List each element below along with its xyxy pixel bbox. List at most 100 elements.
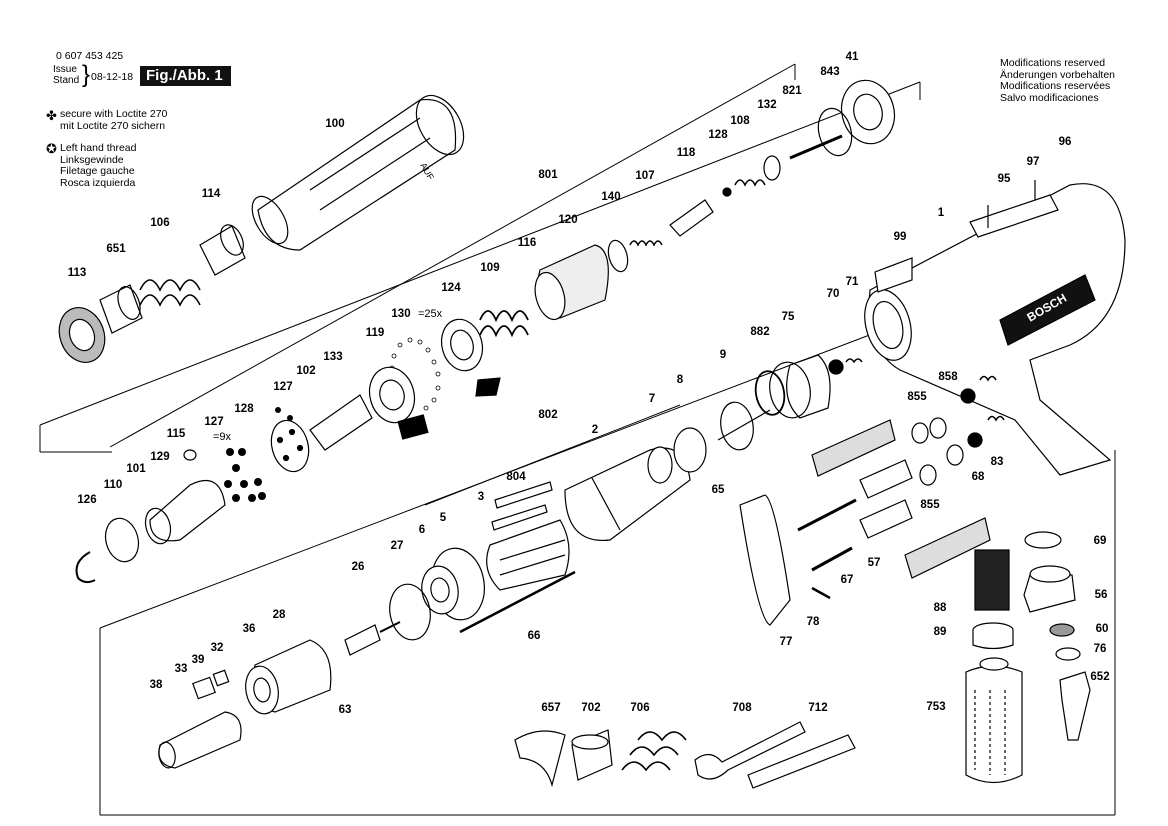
part-label-97: 97 xyxy=(1027,156,1040,168)
part-109-124-spring-ring xyxy=(440,310,529,397)
part-label-36: 36 xyxy=(243,623,256,635)
part-label-1: 1 xyxy=(938,207,945,219)
part-label-77: 77 xyxy=(780,636,793,648)
part-label-110: 110 xyxy=(104,479,123,491)
part-label-65: 65 xyxy=(712,484,725,496)
part-71-spring xyxy=(845,358,863,364)
part-label-63: 63 xyxy=(339,704,352,716)
part-858-cross-section xyxy=(811,419,991,579)
part-label-101: 101 xyxy=(126,463,146,475)
part-label-804: 804 xyxy=(506,471,526,483)
stand-label: Stand xyxy=(53,75,80,86)
part-label-753: 753 xyxy=(926,701,945,713)
part-5-6-end-plate xyxy=(421,547,485,621)
part-label-801: 801 xyxy=(538,169,558,181)
part-652-hose-nipple xyxy=(1059,671,1091,741)
part-label-88: 88 xyxy=(934,602,947,614)
part-113-knurled-nut xyxy=(58,307,106,363)
part-76-o-ring xyxy=(1055,647,1081,661)
legend-thread-line: Rosca izquierda xyxy=(60,176,136,189)
part-label-127: 127 xyxy=(273,381,292,393)
part-label-69: 69 xyxy=(1094,535,1107,547)
part-label-651: 651 xyxy=(106,243,126,255)
part-label-106: 106 xyxy=(150,217,169,229)
part-label-41: 41 xyxy=(846,51,859,63)
part-label-26: 26 xyxy=(352,561,365,573)
modifications-line: Änderungen vorbehalten xyxy=(1000,68,1116,81)
part-804-blades xyxy=(491,481,553,531)
part-821-pin xyxy=(789,134,843,160)
part-label-113: 113 xyxy=(68,267,87,279)
part-label-132: 132 xyxy=(757,99,776,111)
part-label-5: 5 xyxy=(440,512,447,524)
part-101-chuck-body xyxy=(144,449,226,545)
part-label-140: 140 xyxy=(601,191,620,203)
part-label-71: 71 xyxy=(846,276,859,288)
part-label-115: 115 xyxy=(167,428,186,440)
part-label-8: 8 xyxy=(677,374,684,386)
part-120-cylinder xyxy=(534,244,609,321)
part-label-100: 100 xyxy=(325,118,344,130)
legend-loctite-line: mit Loctite 270 sichern xyxy=(60,119,166,132)
part-label-129: 129 xyxy=(150,451,169,463)
part-75-valve-housing xyxy=(754,354,831,419)
part-label-38: 38 xyxy=(150,679,163,691)
part-label-133: 133 xyxy=(323,351,342,363)
part-label-32: 32 xyxy=(211,642,224,654)
legend-loctite-line: secure with Loctite 270 xyxy=(60,108,168,120)
part-label-89: 89 xyxy=(934,626,947,638)
part-label-9: 9 xyxy=(720,349,726,361)
part-label-127: 127 xyxy=(204,416,223,428)
part-label-39: 39 xyxy=(192,654,205,666)
part-100-housing-sleeve: AUF xyxy=(251,94,465,251)
part-label-66: 66 xyxy=(528,630,541,642)
part-110-ring xyxy=(104,517,140,563)
part-119-bearing-ring xyxy=(368,366,429,440)
part-label-70: 70 xyxy=(827,288,840,300)
part-callouts: 1001141066511138434182113210812811810780… xyxy=(68,51,1110,716)
part-quantity-annotation: =25x xyxy=(418,308,443,320)
part-label-75: 75 xyxy=(782,311,795,323)
part-label-95: 95 xyxy=(998,173,1011,185)
part-753-silencer xyxy=(965,657,1023,784)
part-label-855: 855 xyxy=(907,391,927,403)
legend-thread-line: Left hand thread xyxy=(60,142,137,154)
modifications-line: Modifications reserved xyxy=(1000,57,1106,69)
part-label-56: 56 xyxy=(1095,589,1108,601)
part-label-124: 124 xyxy=(441,282,461,294)
issue-brace: } xyxy=(82,61,91,88)
part-69-o-ring xyxy=(1024,531,1062,549)
legend-thread-line: Linksgewinde xyxy=(60,153,124,166)
part-140-o-ring xyxy=(607,239,629,273)
part-label-102: 102 xyxy=(296,365,315,377)
part-28-ring-gear xyxy=(245,639,332,715)
part-label-68: 68 xyxy=(972,471,985,483)
part-label-76: 76 xyxy=(1094,643,1107,655)
part-label-27: 27 xyxy=(391,540,404,552)
part-label-114: 114 xyxy=(202,188,221,200)
star-circle-icon: ✪ xyxy=(46,141,57,156)
part-label-712: 712 xyxy=(808,702,827,714)
part-66-pin xyxy=(459,570,576,634)
legend-thread-line: Filetage gauche xyxy=(60,165,135,177)
part-38-drive-spindle xyxy=(158,669,242,769)
valve-parts-group xyxy=(629,155,781,247)
part-label-858: 858 xyxy=(938,371,958,383)
part-68-83-ball-spring xyxy=(960,375,1005,448)
part-label-652: 652 xyxy=(1090,671,1109,683)
part-label-120: 120 xyxy=(558,214,577,226)
part-855-o-rings xyxy=(911,417,964,486)
part-89-cap xyxy=(972,622,1014,650)
part-651-sleeve xyxy=(99,284,143,334)
modifications-line: Modifications reservées xyxy=(1000,80,1111,92)
modifications-notice: Modifications reserved Änderungen vorbeh… xyxy=(1000,57,1116,104)
part-label-107: 107 xyxy=(635,170,654,182)
legend-loctite: secure with Loctite 270 mit Loctite 270 … xyxy=(60,108,168,132)
part-label-657: 657 xyxy=(541,702,560,714)
part-label-78: 78 xyxy=(807,616,820,628)
part-label-706: 706 xyxy=(630,702,649,714)
part-65-pin xyxy=(717,409,771,441)
part-label-83: 83 xyxy=(991,456,1004,468)
part-label-118: 118 xyxy=(677,147,696,159)
